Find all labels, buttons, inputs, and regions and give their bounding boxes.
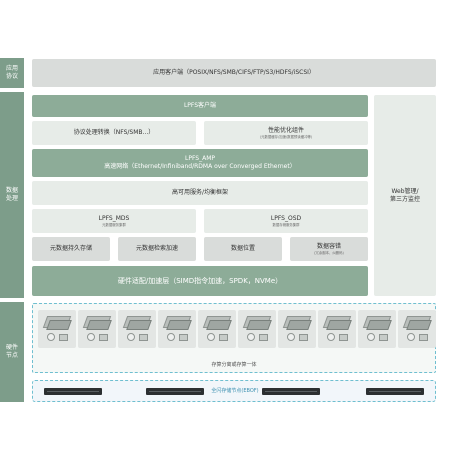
- device-icon: [206, 320, 232, 330]
- app-client-box: 应用客户端（POSIX/NFS/SMB/CIFS/FTP/S3/HDFS/iSC…: [32, 59, 436, 87]
- lpfs-amp-title: LPFS_AMP: [184, 155, 215, 162]
- lpfs-mds-title: LPFS_MDS: [98, 214, 130, 222]
- layer-hardware-nodes: 硬件节点: [0, 302, 24, 402]
- card-icon: [379, 334, 388, 341]
- hardware-caption: 存算分离或存算一体: [211, 362, 257, 368]
- protocol-conversion-box: 协议处理转换（NFS/SMB...）: [32, 121, 196, 145]
- storage-item-data-location: 数据位置: [204, 237, 282, 261]
- layer-app-protocol: 应用协议: [0, 58, 24, 88]
- ebof-server-icon: [146, 388, 204, 395]
- device-icon: [326, 320, 352, 330]
- disk-icon: [87, 333, 95, 341]
- storage-server-icon: [118, 310, 156, 348]
- card-icon: [259, 334, 268, 341]
- hw-adapter-label: 硬件适配/加速层（SIMD指令加速，SPDK，NVMe）: [117, 276, 283, 285]
- ebof-server-icon: [262, 388, 320, 395]
- ebof-label: 全闪存储节点(EBOF): [211, 388, 259, 394]
- device-icon: [166, 320, 192, 330]
- storage-server-icon: [78, 310, 116, 348]
- lpfs-amp-box: LPFS_AMP 高速网络（Ethernet/Infiniband/RDMA o…: [32, 149, 368, 177]
- ha-service-box: 高可用服务/均衡框架: [32, 181, 368, 205]
- ebof-container: [32, 380, 436, 402]
- storage-item-metadata-index: 元数据检索加速: [118, 237, 196, 261]
- device-icon: [86, 320, 112, 330]
- lpfs-client-box: LPFS客户端: [32, 95, 368, 117]
- perf-plugin-box: 性能优化组件 (元数据缓存/加速/数据预读缓冲等): [204, 121, 368, 145]
- lpfs-osd-note: 数据存储服务集群: [272, 222, 300, 227]
- device-icon: [126, 320, 152, 330]
- disk-icon: [47, 333, 55, 341]
- storage-item-label: 元数据持久存储: [49, 245, 92, 252]
- lpfs-osd-title: LPFS_OSD: [270, 214, 302, 222]
- layer-data-processing: 数据处理: [0, 92, 24, 298]
- card-icon: [339, 334, 348, 341]
- disk-icon: [167, 333, 175, 341]
- perf-plugin-title: 性能优化组件: [267, 126, 304, 134]
- storage-item-metadata-persist: 元数据持久存储: [32, 237, 110, 261]
- lpfs-mds-note: 元数据服务集群: [102, 222, 126, 227]
- storage-server-icon: [238, 310, 276, 348]
- lpfs-osd-box: LPFS_OSD 数据存储服务集群: [204, 209, 368, 233]
- storage-server-icon: [38, 310, 76, 348]
- storage-server-icon: [198, 310, 236, 348]
- lpfs-client-label: LPFS客户端: [183, 102, 217, 109]
- web-mgmt-box: Web管理/ 第三方监控: [374, 95, 436, 296]
- device-icon: [46, 320, 72, 330]
- layer-data-processing-label: 数据处理: [5, 187, 18, 202]
- storage-item-note: (冗余副本、纠删码): [314, 250, 344, 255]
- storage-item-label: 元数据检索加速: [135, 245, 178, 252]
- storage-server-icon: [278, 310, 316, 348]
- disk-icon: [207, 333, 215, 341]
- disk-icon: [287, 333, 295, 341]
- card-icon: [179, 334, 188, 341]
- disk-icon: [327, 333, 335, 341]
- disk-icon: [247, 333, 255, 341]
- card-icon: [99, 334, 108, 341]
- device-icon: [286, 320, 312, 330]
- disk-icon: [367, 333, 375, 341]
- card-icon: [219, 334, 228, 341]
- card-icon: [299, 334, 308, 341]
- disk-icon: [407, 333, 415, 341]
- lpfs-mds-box: LPFS_MDS 元数据服务集群: [32, 209, 196, 233]
- layer-hardware-nodes-label: 硬件节点: [5, 344, 18, 359]
- layer-app-protocol-label: 应用协议: [5, 65, 18, 80]
- card-icon: [419, 334, 428, 341]
- storage-item-label: 数据容错: [316, 242, 341, 250]
- web-mgmt-line-1: Web管理/: [391, 187, 419, 195]
- card-icon: [59, 334, 68, 341]
- device-icon: [366, 320, 392, 330]
- ha-service-label: 高可用服务/均衡框架: [171, 189, 229, 196]
- device-icon: [246, 320, 272, 330]
- storage-item-label: 数据位置: [230, 245, 255, 252]
- ebof-server-icon: [366, 388, 424, 395]
- perf-plugin-note: (元数据缓存/加速/数据预读缓冲等): [259, 134, 313, 139]
- storage-server-icon: [398, 310, 436, 348]
- disk-icon: [127, 333, 135, 341]
- storage-server-icon: [158, 310, 196, 348]
- device-icon: [406, 320, 432, 330]
- web-mgmt-line-2: 第三方监控: [389, 195, 420, 203]
- storage-server-icon: [318, 310, 356, 348]
- protocol-conversion-label: 协议处理转换（NFS/SMB...）: [73, 129, 155, 136]
- storage-item-data-fault-tolerance: 数据容错 (冗余副本、纠删码): [290, 237, 368, 261]
- storage-server-icon: [358, 310, 396, 348]
- lpfs-amp-subtitle: 高速网络（Ethernet/Infiniband/RDMA over Conve…: [104, 163, 296, 170]
- ebof-server-icon: [44, 388, 102, 395]
- app-client-label: 应用客户端（POSIX/NFS/SMB/CIFS/FTP/S3/HDFS/iSC…: [153, 69, 315, 76]
- hw-adapter-box: 硬件适配/加速层（SIMD指令加速，SPDK，NVMe）: [32, 266, 368, 296]
- card-icon: [139, 334, 148, 341]
